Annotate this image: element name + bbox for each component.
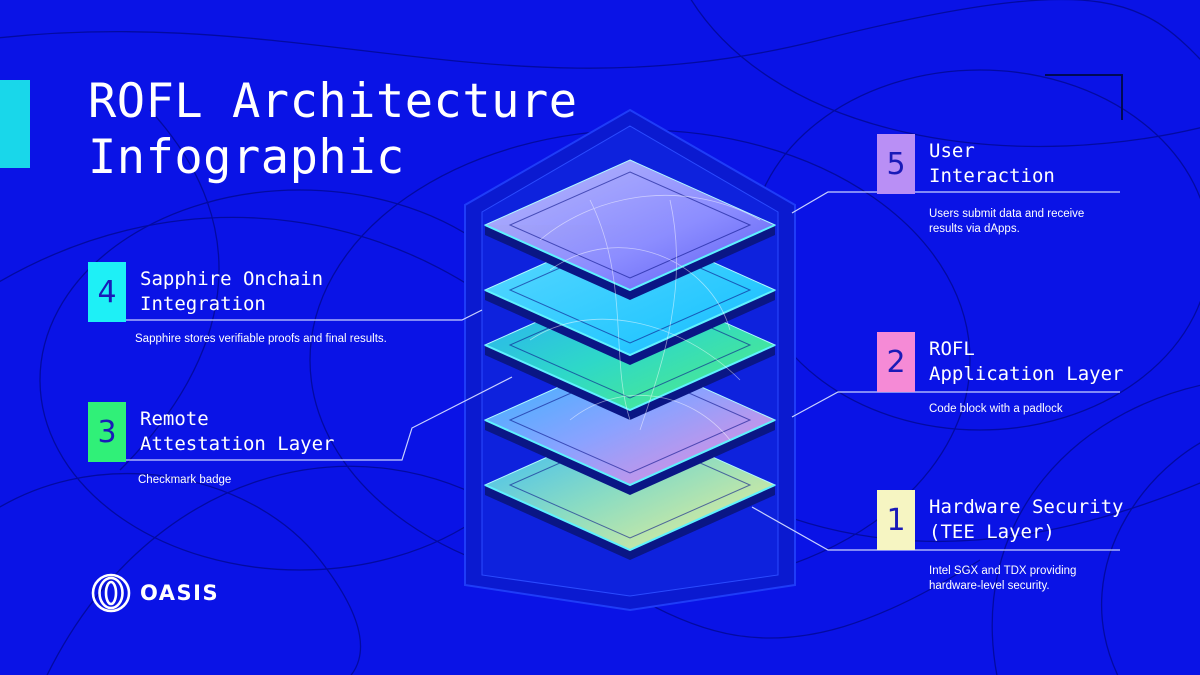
layer-5-description: Users submit data and receive results vi… bbox=[929, 208, 1085, 235]
layer-2-description: Code block with a padlock bbox=[929, 403, 1063, 415]
oasis-logo: OASIS bbox=[90, 572, 219, 614]
page-title: ROFL Architecture Infographic bbox=[88, 74, 578, 185]
layer-1-title: Hardware Security (TEE Layer) bbox=[929, 496, 1124, 543]
layer-1-number: 1 bbox=[877, 490, 915, 550]
layer-2-label: 2 ROFL Application Layer bbox=[877, 332, 1123, 392]
layer-2-number: 2 bbox=[877, 332, 915, 392]
layer-2-title: ROFL Application Layer bbox=[929, 338, 1124, 385]
layer-1-description: Intel SGX and TDX providing hardware-lev… bbox=[929, 565, 1077, 592]
layer-3-title: Remote Attestation Layer bbox=[140, 408, 335, 455]
layer-5-label: 5 User Interaction bbox=[877, 134, 1055, 194]
oasis-wordmark: OASIS bbox=[140, 581, 220, 605]
layer-3-number: 3 bbox=[88, 402, 126, 462]
layer-3-description: Checkmark badge bbox=[138, 474, 232, 486]
layer-1-label: 1 Hardware Security (TEE Layer) bbox=[877, 490, 1123, 550]
rofl-layer-stack bbox=[464, 108, 796, 612]
layer-5-number: 5 bbox=[877, 134, 915, 194]
layer-4-title: Sapphire Onchain Integration bbox=[140, 268, 324, 315]
corner-mark bbox=[1045, 74, 1123, 120]
layer-4-number: 4 bbox=[88, 262, 126, 322]
oasis-rings-icon bbox=[91, 573, 131, 613]
title-accent-bar bbox=[0, 80, 30, 168]
layer-4-description: Sapphire stores verifiable proofs and fi… bbox=[135, 333, 387, 345]
layer-5-title: User Interaction bbox=[929, 140, 1055, 187]
layer-3-label: 3 Remote Attestation Layer bbox=[88, 402, 334, 462]
layer-4-label: 4 Sapphire Onchain Integration bbox=[88, 262, 323, 322]
